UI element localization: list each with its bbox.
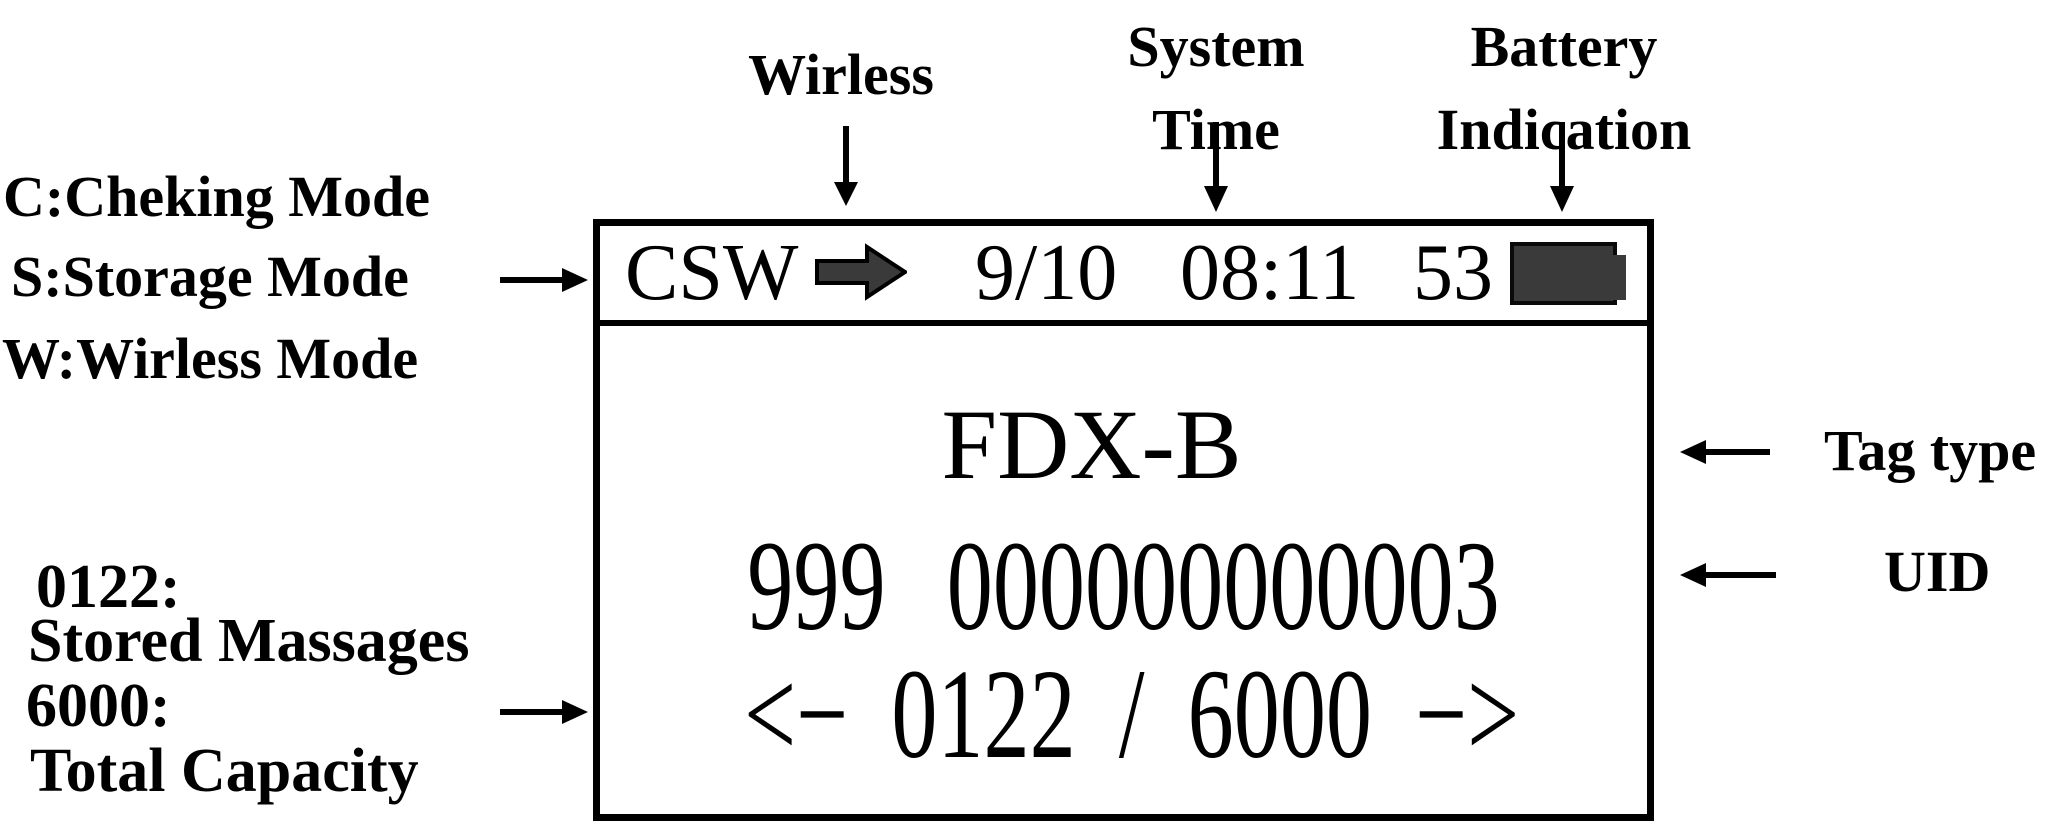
pager-separator: / bbox=[1118, 643, 1145, 785]
total-capacity-label: Total Capacity bbox=[30, 737, 419, 805]
battery-indication-annotation-label: Battery Indication bbox=[1437, 18, 1692, 159]
mode-legend-line-storage: S:Storage Mode bbox=[11, 244, 409, 309]
uid-serial-number: 000000000003 bbox=[946, 515, 1500, 657]
mode-legend-line-wireless: W:Wirless Mode bbox=[2, 326, 419, 391]
mode-legend-line-checking: C:Cheking Mode bbox=[3, 164, 430, 229]
wireless-annotation-label: Wirless bbox=[748, 42, 934, 107]
pager-legend-right-arrow bbox=[500, 700, 588, 724]
status-date: 9/10 bbox=[975, 229, 1118, 317]
tag-type-left-arrow bbox=[1680, 440, 1770, 464]
uid-country-code: 999 bbox=[747, 515, 886, 657]
message-pager: <− 0122 / 6000 −> bbox=[723, 643, 1519, 785]
uid-left-arrow bbox=[1680, 563, 1776, 587]
stored-messages-value: 0122: bbox=[36, 553, 181, 621]
uid-annotation-label: UID bbox=[1884, 539, 1991, 604]
battery-icon-nub bbox=[1613, 255, 1626, 300]
tag-type-value: FDX-B bbox=[941, 389, 1242, 500]
pager-total-capacity: 6000 bbox=[1187, 643, 1372, 785]
pager-next-arrow: −> bbox=[1415, 643, 1520, 785]
system-time-down-arrow bbox=[1204, 122, 1228, 212]
pager-prev-arrow: <− bbox=[744, 643, 849, 785]
battery-percent: 53 bbox=[1413, 229, 1493, 317]
pager-current-count: 0122 bbox=[891, 643, 1076, 785]
battery-down-arrow bbox=[1550, 122, 1574, 212]
stored-messages-label: Stored Massages bbox=[28, 607, 470, 675]
battery-indication-line1: Battery bbox=[1470, 14, 1658, 79]
battery-icon bbox=[1510, 242, 1626, 305]
system-time-line1: System bbox=[1127, 14, 1305, 79]
mode-legend-right-arrow bbox=[500, 268, 588, 292]
wireless-mode-arrow-icon bbox=[815, 243, 907, 301]
wireless-down-arrow bbox=[834, 126, 858, 206]
tag-type-annotation-label: Tag type bbox=[1824, 418, 2037, 483]
status-time: 08:11 bbox=[1180, 229, 1360, 317]
total-capacity-value: 6000: bbox=[26, 672, 171, 740]
mode-flags: CSW bbox=[625, 229, 799, 317]
status-bar: CSW 9/10 08:11 53 bbox=[600, 226, 1647, 326]
